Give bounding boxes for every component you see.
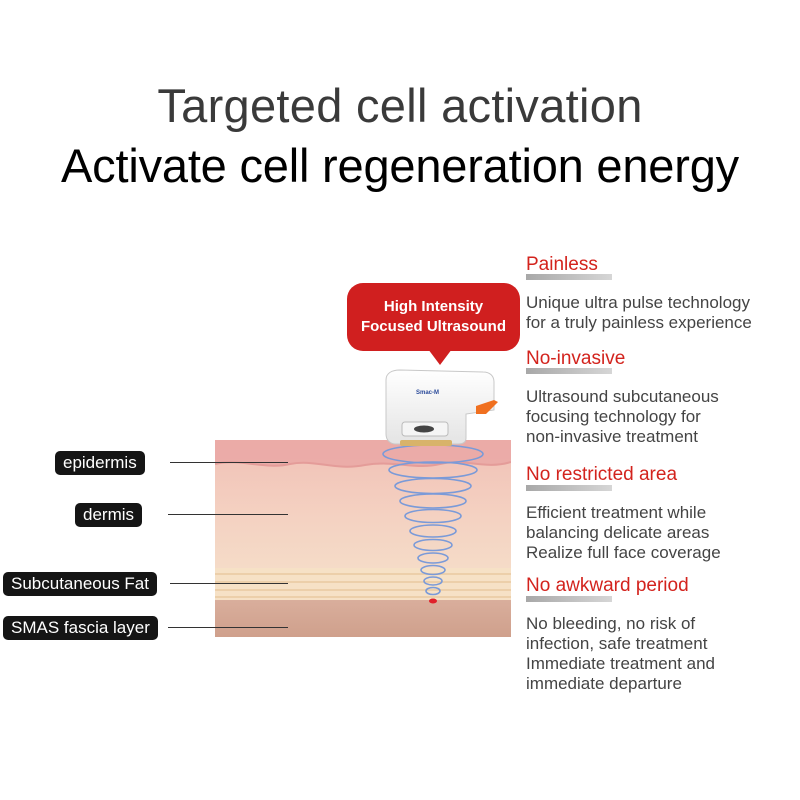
hifu-callout: High Intensity Focused Ultrasound xyxy=(347,283,520,351)
ultrasound-waves xyxy=(382,444,484,596)
leader-dermis xyxy=(168,514,288,515)
feature-bar-no-invasive xyxy=(526,368,612,374)
feature-bar-no-awkward-period xyxy=(526,596,612,602)
callout-tail xyxy=(428,349,452,365)
layer-label-smas: SMAS fascia layer xyxy=(3,616,158,640)
smas-layer xyxy=(215,600,511,637)
feature-desc-no-awkward-period: No bleeding, no risk of infection, safe … xyxy=(526,614,715,693)
feature-bar-no-restricted-area xyxy=(526,485,612,491)
device-tip-accent xyxy=(476,400,498,414)
feature-title-painless: Painless xyxy=(526,254,598,275)
feature-desc-no-restricted-area: Efficient treatment while balancing deli… xyxy=(526,503,721,562)
feature-title-no-invasive: No-invasive xyxy=(526,348,626,369)
feature-desc-no-invasive: Ultrasound subcutaneous focusing technol… xyxy=(526,387,719,446)
feature-title-no-restricted-area: No restricted area xyxy=(526,464,678,485)
layer-label-subcutaneous-fat: Subcutaneous Fat xyxy=(3,572,157,596)
feature-title-no-awkward-period: No awkward period xyxy=(526,575,689,596)
hifu-device-illustration: Smac-M xyxy=(385,369,498,446)
feature-bar-painless xyxy=(526,274,612,280)
page-title: Targeted cell activation xyxy=(157,79,643,132)
layer-label-epidermis: epidermis xyxy=(55,451,145,475)
callout-line-1: High Intensity xyxy=(383,298,484,315)
skin-layers-illustration xyxy=(215,440,511,637)
subcutaneous-fat-layer xyxy=(215,568,511,600)
leader-subcutaneous-fat xyxy=(170,583,288,584)
epidermis-layer xyxy=(215,440,511,467)
focal-point xyxy=(429,598,437,604)
page-subtitle: Activate cell regeneration energy xyxy=(61,139,739,192)
feature-desc-painless: Unique ultra pulse technology for a trul… xyxy=(526,293,752,332)
layer-label-dermis: dermis xyxy=(75,503,143,527)
callout-line-2: Focused Ultrasound xyxy=(360,318,506,335)
leader-smas xyxy=(168,627,288,628)
device-brand: Smac-M xyxy=(416,390,439,396)
leader-epidermis xyxy=(170,462,288,463)
